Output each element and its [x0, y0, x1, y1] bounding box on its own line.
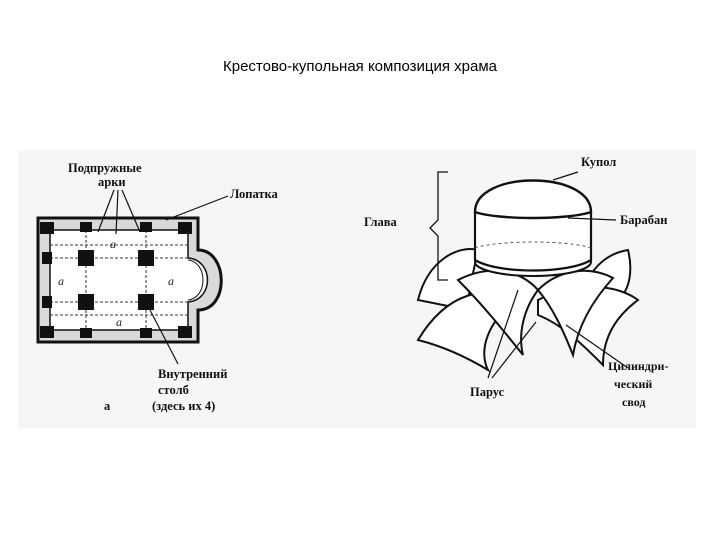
label-pillar-line3: (здесь их 4)	[152, 399, 215, 413]
inner-pillar-se	[138, 294, 154, 310]
architecture-figure: а а а а Подпружные арки Лопатка Внутренн…	[18, 150, 696, 428]
slide-title: Крестово-купольная композиция храма	[0, 58, 720, 75]
inner-pillar-nw	[78, 250, 94, 266]
label-vault-line3: свод	[622, 395, 645, 409]
inner-pillar-sw	[78, 294, 94, 310]
label-vault-line1: Цилиндри-	[608, 359, 668, 373]
label-pillar-line2: столб	[158, 383, 189, 397]
label-arches-line1: Подпружные	[68, 161, 142, 175]
label-drum: Барабан	[620, 213, 667, 227]
label-head: Глава	[364, 215, 398, 229]
floor-plan: а а а а Подпружные арки Лопатка Внутренн…	[38, 161, 279, 413]
room-label-left: а	[58, 274, 64, 288]
room-label-bottom: а	[116, 315, 122, 329]
plan-caption: а	[104, 399, 111, 413]
label-pilaster: Лопатка	[230, 187, 279, 201]
drum	[475, 212, 591, 271]
label-vault-line2: ческий	[614, 377, 652, 391]
label-pendentive: Парус	[470, 385, 505, 399]
dome-structure: Купол Глава Барабан Парус Цилиндри- ческ…	[364, 155, 668, 409]
inner-pillar-ne	[138, 250, 154, 266]
room-label-top: а	[110, 237, 116, 251]
label-cupola: Купол	[581, 155, 616, 169]
figure-svg: а а а а Подпружные арки Лопатка Внутренн…	[18, 150, 696, 428]
label-pillar-line1: Внутренний	[158, 367, 227, 381]
room-label-center: а	[168, 274, 174, 288]
plan-inner-hall	[50, 230, 208, 330]
label-arches-line2: арки	[98, 175, 126, 189]
cupola	[475, 181, 591, 219]
